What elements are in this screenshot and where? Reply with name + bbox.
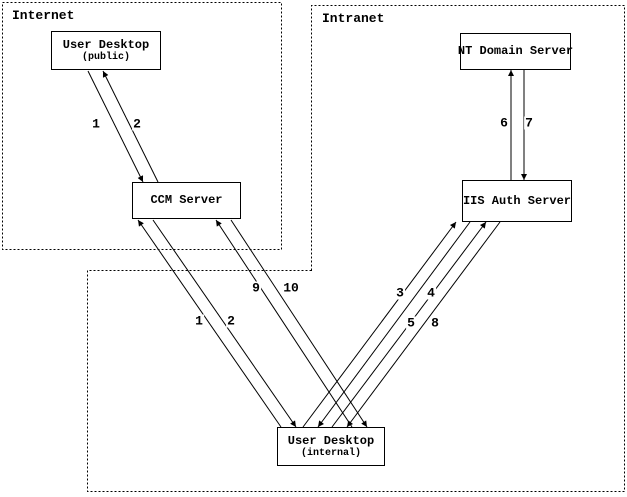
edge-1-public-to-ccm xyxy=(87,70,144,183)
node-title: User Desktop xyxy=(287,433,375,448)
edge-label-1-internal: 1 xyxy=(194,313,204,329)
internet-region-label: Internet xyxy=(12,8,75,23)
node-user-desktop-internal: User Desktop (internal) xyxy=(277,427,385,466)
node-title: NT Domain Server xyxy=(457,44,574,58)
intranet-region-label: Intranet xyxy=(322,11,385,26)
edge-label-9: 9 xyxy=(251,280,261,296)
node-ccm-server: CCM Server xyxy=(132,182,241,219)
edge-8-iis-to-internal xyxy=(346,221,501,428)
edge-label-4: 4 xyxy=(426,285,436,301)
internet-region-outline xyxy=(2,2,282,250)
edge-1-internal-to-ccm xyxy=(137,219,282,428)
edge-label-10: 10 xyxy=(282,280,300,296)
edge-label-6: 6 xyxy=(499,115,509,131)
edge-label-7: 7 xyxy=(524,115,534,131)
edge-2-ccm-to-internal xyxy=(152,219,297,428)
edge-label-1-public: 1 xyxy=(91,116,101,132)
node-subtitle: (internal) xyxy=(300,447,361,459)
node-subtitle: (public) xyxy=(81,51,130,63)
edge-label-3: 3 xyxy=(395,285,405,301)
edge-3-internal-to-iis xyxy=(302,221,457,428)
node-title: User Desktop xyxy=(62,37,150,52)
edge-label-8: 8 xyxy=(430,315,440,331)
node-title: CCM Server xyxy=(150,193,223,207)
node-user-desktop-public: User Desktop (public) xyxy=(51,31,161,70)
node-nt-domain-server: NT Domain Server xyxy=(457,33,574,70)
edge-10-ccm-to-internal xyxy=(230,219,368,428)
node-title: IIS Auth Server xyxy=(462,193,572,208)
node-iis-auth-server: IIS Auth Server xyxy=(462,180,572,222)
edge-2-ccm-to-public xyxy=(102,70,159,183)
edge-9-internal-to-ccm xyxy=(215,219,353,428)
edge-label-2-public: 2 xyxy=(132,116,142,132)
intranet-region-outline xyxy=(87,5,625,492)
edge-label-5: 5 xyxy=(406,315,416,331)
edge-label-2-internal: 2 xyxy=(226,313,236,329)
edge-4-iis-to-internal xyxy=(317,221,471,428)
